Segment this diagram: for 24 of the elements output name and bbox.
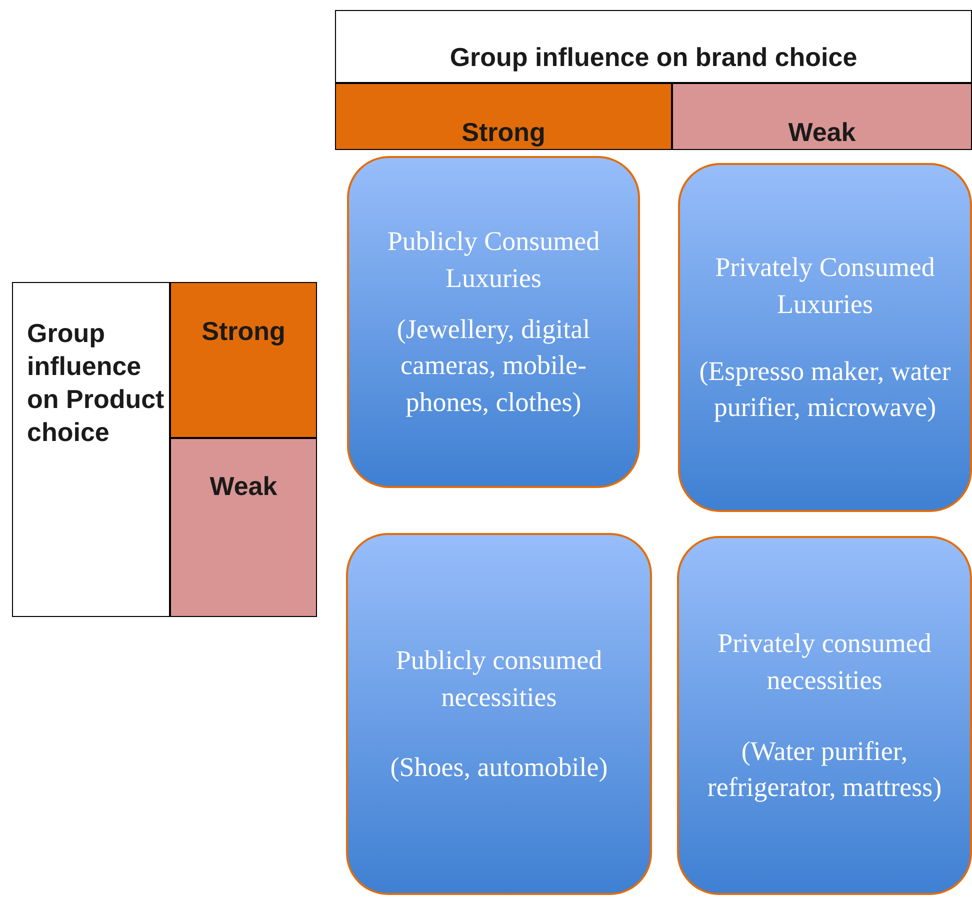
category-title: Publicly consumed necessities (394, 644, 604, 714)
header-cell (12, 282, 170, 617)
header-cell (335, 83, 672, 150)
category-card (678, 163, 972, 512)
header-cell (672, 83, 972, 150)
header-label: Weak (788, 116, 856, 149)
category-card (347, 156, 640, 488)
example-list: (Espresso maker, water purifier, microwave) (694, 352, 956, 426)
header-cell (170, 282, 317, 438)
header-label: Group influence on Product choice (27, 317, 166, 450)
header-cell (335, 10, 972, 83)
example-list: (Shoes, automobile) (390, 749, 608, 786)
category-card (346, 533, 652, 895)
category-title: Privately Consumed Luxuries (714, 251, 936, 321)
header-label: Weak (210, 470, 278, 503)
header-label: Strong (202, 315, 286, 348)
category-title: Publicly Consumed Luxuries (386, 225, 601, 295)
header-label: Group influence on brand choice (450, 40, 858, 74)
example-list: (Water purifier, refrigerator, mattress) (693, 732, 956, 806)
header-label: Strong (462, 116, 546, 149)
category-title: Privately consumed necessities (716, 627, 932, 697)
header-cell (170, 438, 317, 617)
category-card (677, 536, 972, 895)
example-list: (Jewellery, digital cameras, mobile-phones, clothes) (363, 310, 624, 421)
